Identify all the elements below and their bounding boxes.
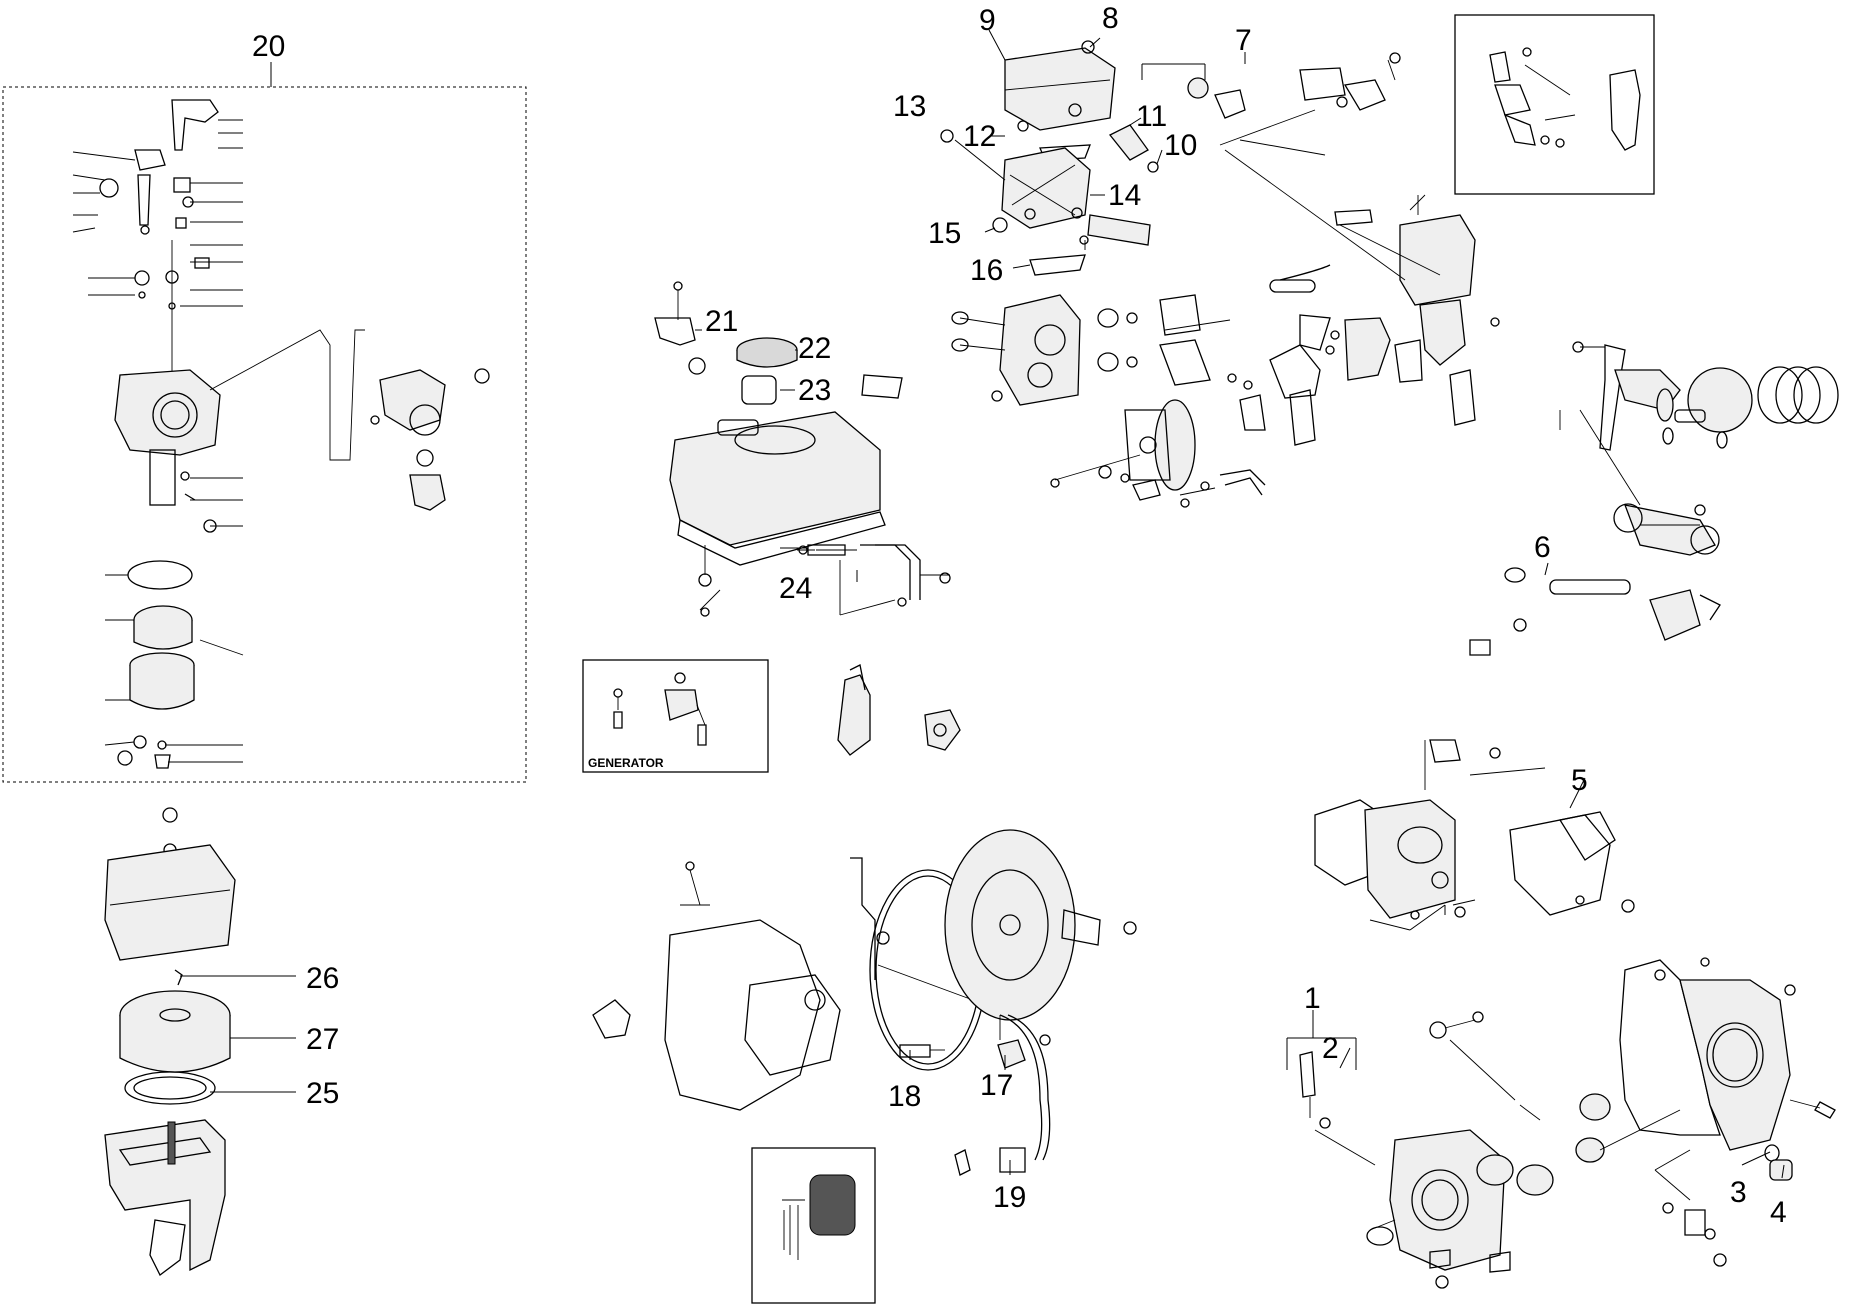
crankcase-group [1575,957,1836,1267]
callout-26: 26 [306,962,339,995]
governor-group [1050,399,1266,508]
callout-12: 12 [963,120,996,153]
callout-16: 16 [970,254,1003,287]
callout-19: 19 [993,1181,1026,1214]
callout-9: 9 [979,4,996,37]
linkage-inset-group [1454,14,1655,195]
ignition-box-group [751,1147,876,1304]
leader-lines [816,139,1549,1069]
callout-10: 10 [1164,129,1197,162]
carb-housing-group [1219,52,1500,446]
crankcase-starter-group [592,829,1137,1176]
carburetor-assembly-dashed-box [2,86,527,783]
callout-1: 1 [1304,982,1321,1015]
cylinder-head-group [951,264,1331,406]
muffler-group [940,29,1246,276]
generator-inset-box [582,659,769,773]
callout-25: 25 [306,1077,339,1110]
cylinder-assembly-group [1314,739,1635,931]
callout-18: 18 [888,1080,921,1113]
air-cleaner-group [104,807,296,1276]
callout-7: 7 [1235,24,1252,57]
callout-5: 5 [1571,764,1588,797]
carburetor-assembly-group [2,62,527,783]
callout-14: 14 [1108,179,1141,212]
linkage-inset-box [1454,14,1655,195]
callout-6: 6 [1534,531,1551,564]
callout-24: 24 [779,572,812,605]
callout-20: 20 [252,30,285,63]
callout-17: 17 [980,1069,1013,1102]
callout-2: 2 [1322,1032,1339,1065]
callout-11: 11 [1136,100,1167,133]
crankshaft-piston-group [1469,341,1839,656]
callout-15: 15 [928,217,961,250]
callout-22: 22 [798,332,831,365]
callout-21: 21 [705,305,738,338]
crankcase-cover-group [1286,1010,1554,1289]
generator-box-group: GENERATOR [582,659,961,773]
callout-4: 4 [1770,1196,1787,1229]
callout-27: 27 [306,1023,339,1056]
callout-8: 8 [1102,2,1119,35]
callout-23: 23 [798,374,831,407]
fuel-tank-group [654,281,951,617]
callout-labels: 1 2 3 4 5 6 7 8 9 10 11 12 13 14 15 16 1… [252,2,1787,1229]
generator-caption: GENERATOR [588,756,664,770]
callout-13: 13 [893,90,926,123]
ignition-inset-box [751,1147,876,1304]
callout-3: 3 [1730,1176,1747,1209]
